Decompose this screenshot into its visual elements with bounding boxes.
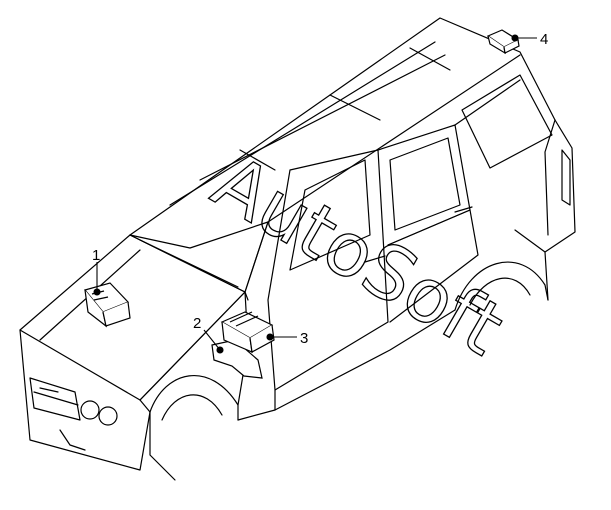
component-module-3[interactable] [220, 311, 275, 353]
rear-door-window [389, 137, 461, 231]
callout-label-4: 4 [540, 31, 548, 48]
headlamp-left [80, 400, 100, 420]
door-handle-rear [454, 206, 473, 213]
callout-label-3: 3 [300, 330, 308, 347]
front-door [267, 149, 389, 391]
rear-quarter-window [461, 74, 553, 169]
roof-rail [267, 54, 521, 223]
callout-label-1: 1 [92, 247, 100, 264]
callout-leaders [93, 34, 537, 354]
roof-front-edge [129, 221, 269, 249]
callout-dot-3 [266, 333, 274, 341]
rear-body [514, 119, 576, 253]
badge [39, 387, 59, 393]
callout-dot-4 [511, 34, 519, 42]
front-door-window [289, 159, 371, 271]
callout-dot-1 [93, 288, 101, 296]
rear-wheel-arch [454, 261, 549, 311]
side-sill [237, 309, 456, 421]
callout-dot-2 [216, 346, 224, 354]
front-bumper [19, 329, 151, 471]
grille [29, 377, 81, 421]
tail-light [561, 149, 571, 206]
door-handle-front [364, 255, 386, 263]
rear-door [387, 209, 479, 323]
roof-outline [129, 17, 556, 236]
hood [19, 234, 246, 401]
callout-label-2: 2 [193, 315, 201, 332]
component-module-4[interactable] [486, 29, 520, 55]
component-module-1[interactable] [83, 282, 131, 328]
front-wheel-arch [149, 375, 239, 421]
headlamp-right [98, 406, 118, 426]
